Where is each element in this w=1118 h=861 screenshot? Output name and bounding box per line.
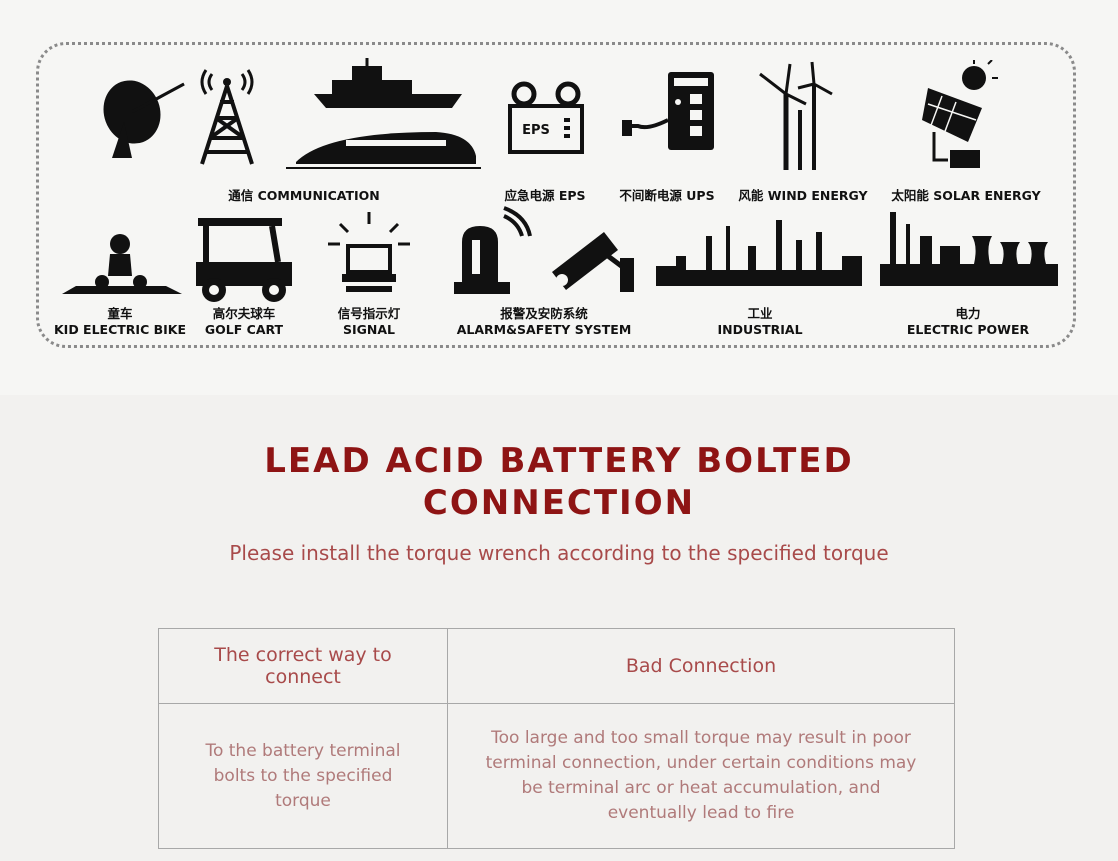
label-communication: 通信 COMMUNICATION [228, 188, 380, 203]
label-golf-cart-zh: 高尔夫球车 [212, 306, 276, 321]
section-subtitle: Please install the torque wrench accordi… [229, 541, 889, 565]
industrial-skyline-icon [656, 220, 862, 286]
wind-turbine-icon [759, 61, 833, 170]
section-title-line2: CONNECTION [422, 483, 696, 523]
label-kid-bike-zh: 童车 [107, 306, 133, 321]
table-header-row: The correct way to connect Bad Connectio… [158, 628, 955, 704]
label-industrial-en: INDUSTRIAL [717, 322, 803, 337]
label-solar-energy: 太阳能 SOLAR ENERGY [891, 188, 1041, 203]
satellite-dish-icon [103, 80, 185, 158]
table-row: To the battery terminal bolts to the spe… [158, 703, 955, 849]
label-ups: 不间断电源 UPS [619, 188, 715, 203]
label-kid-bike-en: KID ELECTRIC BIKE [53, 322, 187, 337]
label-signal-zh: 信号指示灯 [337, 306, 401, 321]
label-kid-electric-bike: 童车 KID ELECTRIC BIKE [54, 306, 186, 338]
section-title: LEAD ACID BATTERY BOLTED CONNECTION [0, 440, 1118, 524]
tower-icon [200, 69, 254, 165]
section-title-line1: LEAD ACID BATTERY BOLTED [264, 441, 854, 481]
label-electric-power-zh: 电力 [955, 306, 981, 321]
label-signal-en: SIGNAL [342, 322, 396, 337]
cell-correct-way: To the battery terminal bolts to the spe… [158, 703, 448, 849]
label-industrial-zh: 工业 [747, 306, 773, 321]
solar-panel-icon [922, 60, 998, 168]
ups-unit-icon [622, 72, 714, 150]
kid-bike-icon [62, 234, 182, 294]
label-alarm-en: ALARM&SAFETY SYSTEM [456, 322, 632, 337]
security-camera-icon [552, 232, 634, 292]
label-wind-energy: 风能 WIND ENERGY [738, 188, 868, 203]
label-industrial: 工业 INDUSTRIAL [717, 306, 802, 338]
eps-box-text: EPS [522, 123, 550, 138]
label-electric-power: 电力 ELECTRIC POWER [907, 306, 1029, 338]
applications-panel [36, 42, 1076, 348]
label-alarm-zh: 报警及安防系统 [500, 306, 588, 321]
ship-icon [314, 58, 462, 108]
label-golf-cart: 高尔夫球车 GOLF CART [205, 306, 283, 338]
label-signal: 信号指示灯 SIGNAL [338, 306, 401, 338]
alarm-siren-icon [454, 206, 532, 294]
golf-cart-icon [196, 218, 292, 302]
connection-table: The correct way to connect Bad Connectio… [158, 628, 955, 849]
label-golf-cart-en: GOLF CART [204, 322, 284, 337]
label-electric-power-en: ELECTRIC POWER [906, 322, 1030, 337]
train-icon [286, 132, 481, 169]
header-bad-connection: Bad Connection [447, 628, 955, 704]
signal-light-icon [328, 212, 410, 292]
label-eps: 应急电源 EPS [504, 188, 586, 203]
eps-unit-icon: EPS [508, 81, 584, 154]
header-correct-way: The correct way to connect [158, 628, 448, 704]
power-plant-icon [880, 212, 1058, 286]
cell-bad-connection: Too large and too small torque may resul… [447, 703, 955, 849]
applications-band [0, 0, 1118, 395]
label-alarm-safety-system: 报警及安防系统 ALARM&SAFETY SYSTEM [457, 306, 632, 338]
